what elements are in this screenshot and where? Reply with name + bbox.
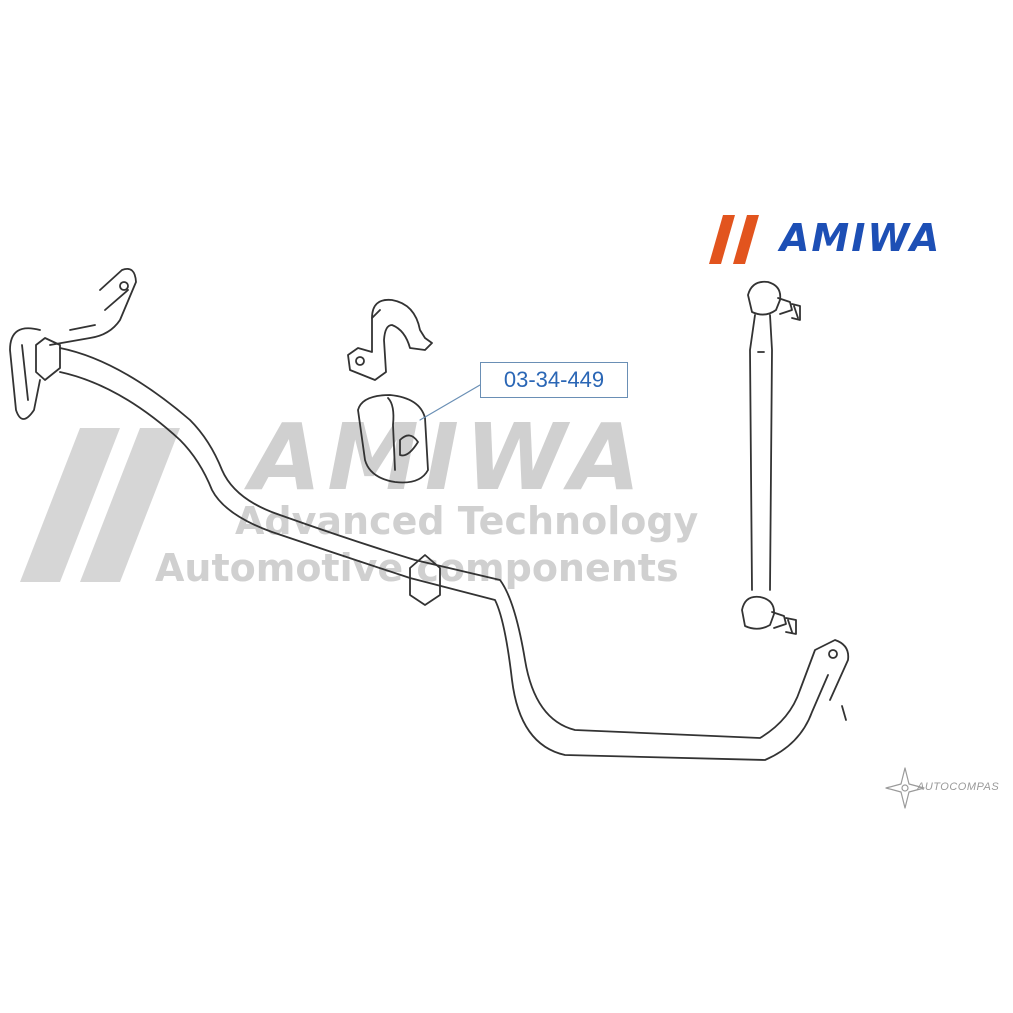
brand-logo: AMIWA [780,216,942,260]
brand-slashes-icon [709,215,759,264]
bushing-bracket [347,298,433,381]
watermark-tagline-2: Automotive components [155,546,679,590]
part-number-callout: 03-34-449 [480,362,628,398]
watermark-tagline-1: Advanced Technology [235,499,699,543]
compass-star-icon [885,767,925,809]
stabilizer-bar [9,267,850,761]
stabilizer-link [741,280,801,635]
source-credit: AUTOCOMPAS [917,781,1000,793]
watermark-brand: AMIWA [250,404,647,511]
stabilizer-bushing [357,394,429,484]
callout-leader [419,384,481,421]
watermark-slash-2 [80,428,180,582]
watermark-slash-1 [20,428,120,582]
